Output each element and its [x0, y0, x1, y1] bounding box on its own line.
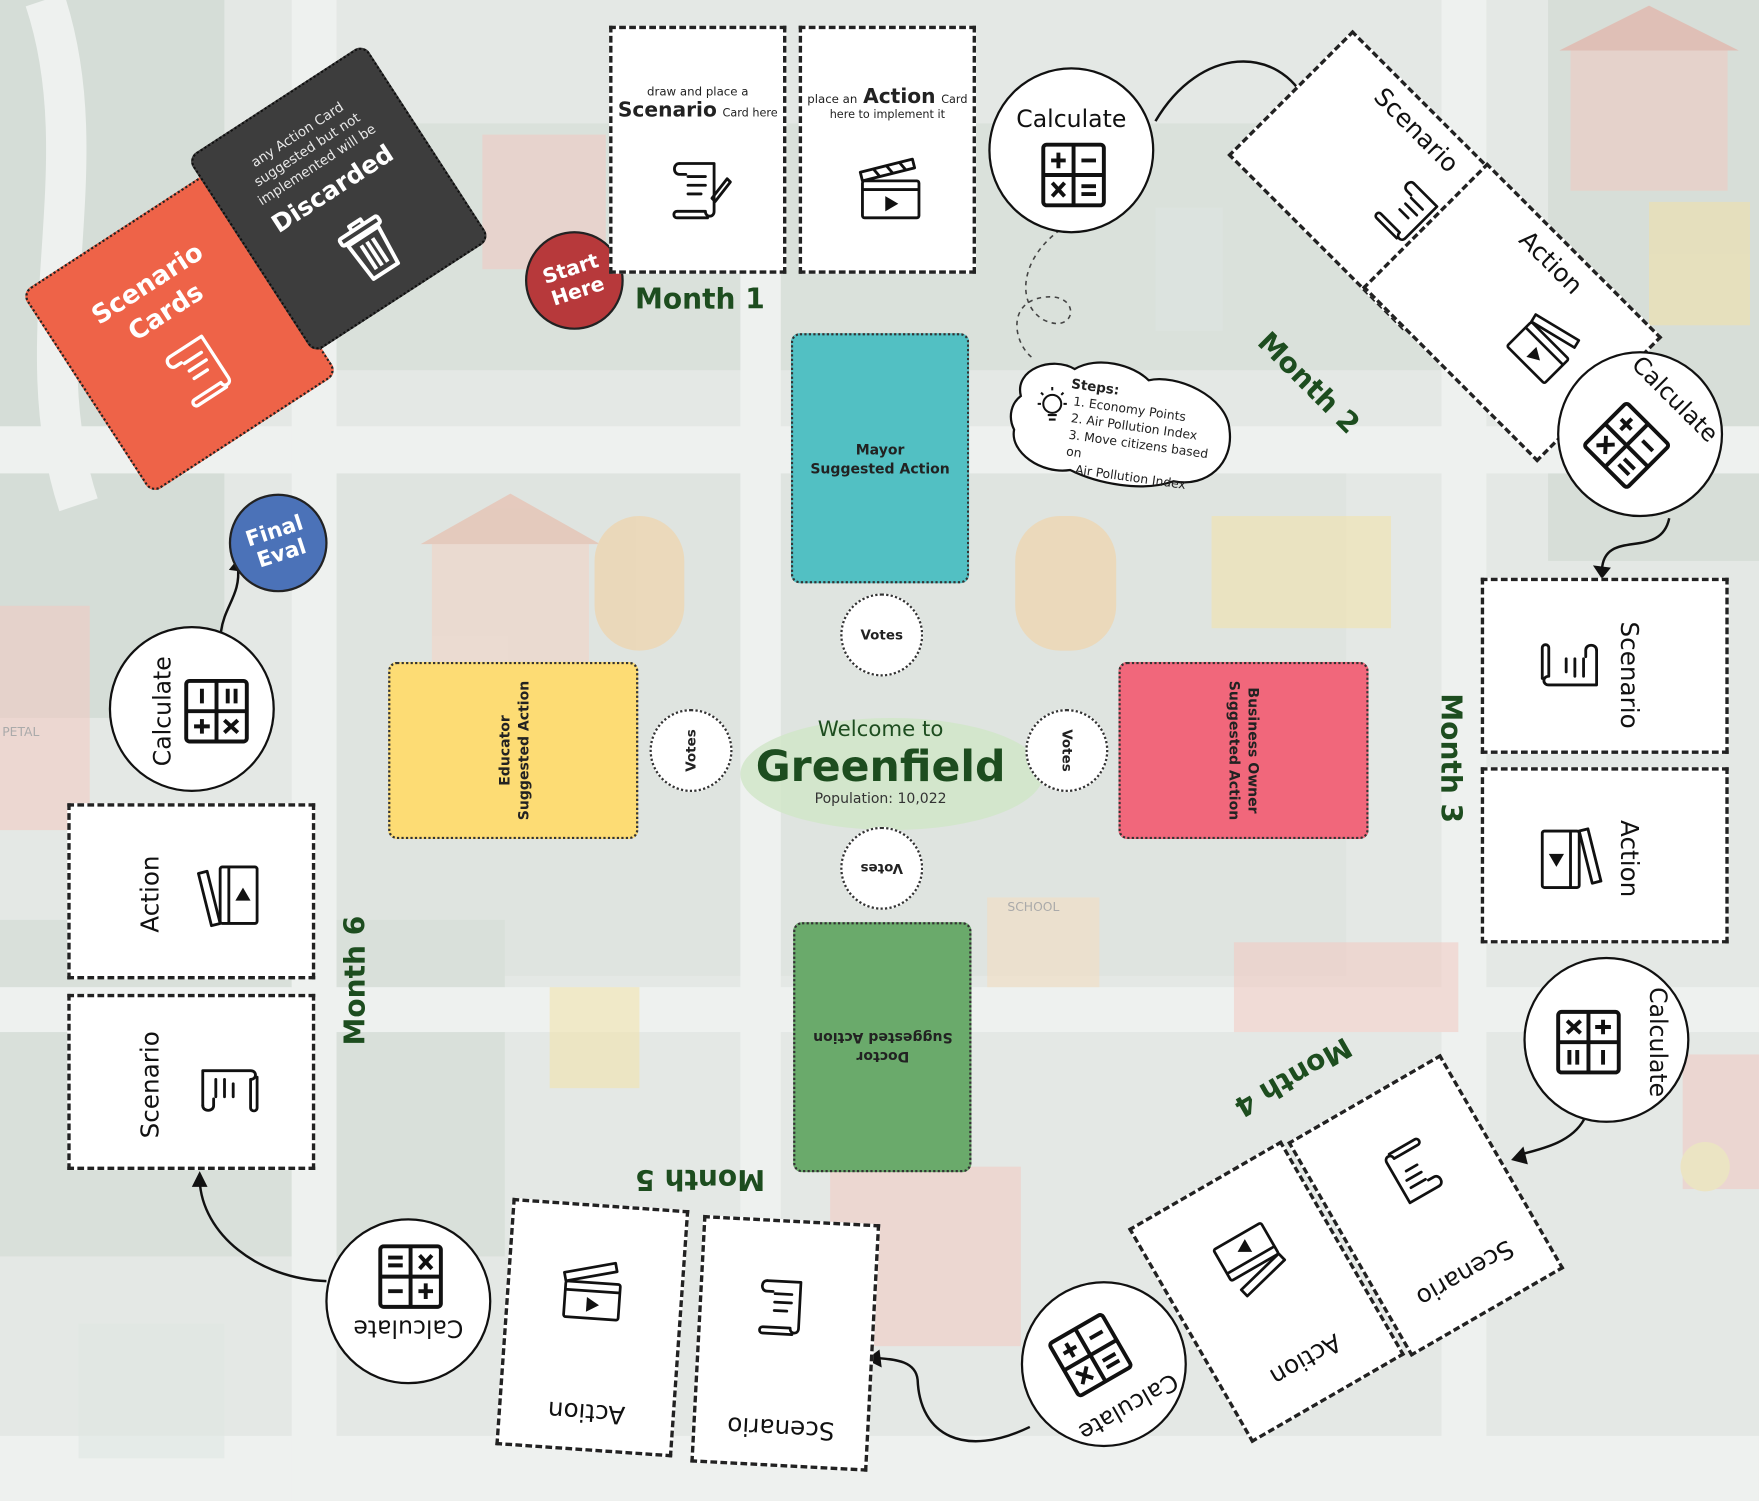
mayor-votes[interactable]: Votes: [840, 593, 924, 677]
votes-label: Votes: [860, 627, 903, 643]
calculate-label: Calculate: [1016, 105, 1127, 133]
calculator-icon: [1041, 142, 1106, 208]
business-owner-card[interactable]: Business Owner Suggested Action: [1118, 661, 1369, 840]
educator-card[interactable]: Educator Suggested Action: [388, 661, 639, 840]
month3-action-slot[interactable]: Action: [1480, 767, 1729, 944]
month2-action-slot[interactable]: Action: [1361, 155, 1663, 469]
population-text: Population: 10,022: [814, 789, 947, 807]
month4-calculate-circle[interactable]: Calculate: [1020, 1281, 1187, 1448]
doctor-votes[interactable]: Votes: [840, 826, 924, 910]
scroll-icon: [201, 1069, 259, 1113]
scroll-icon: [672, 162, 732, 220]
calculator-icon: [1556, 1009, 1621, 1075]
month6-scenario-slot[interactable]: Scenario: [67, 993, 316, 1171]
mayor-card[interactable]: Mayor Suggested Action: [790, 333, 970, 584]
votes-label: Votes: [1058, 729, 1075, 772]
welcome-text: Welcome to: [817, 716, 944, 742]
month1-calculate-circle[interactable]: Calculate: [988, 67, 1155, 234]
city-title-block: Welcome to Greenfield Population: 10,022: [740, 716, 1020, 808]
petal-sign: PETAL: [2, 725, 39, 739]
scroll-icon: [1384, 1137, 1443, 1205]
scenario-label: Scenario: [1614, 621, 1643, 729]
month5-action-slot[interactable]: Action: [482, 1189, 702, 1465]
clapperboard-icon: [1506, 313, 1581, 384]
month4-scenario-slot[interactable]: Scenario: [1279, 1053, 1573, 1358]
start-here-badge: Start Here: [525, 231, 624, 330]
doctor-card-line-1: Doctor: [855, 1048, 909, 1066]
month-1-label: Month 1: [634, 282, 765, 316]
calculate-label: Calculate: [353, 1314, 464, 1342]
mayor-card-line-2: Suggested Action: [810, 459, 950, 477]
month3-calculate-circle[interactable]: Calculate: [1523, 956, 1690, 1123]
scenario-label: Scenario: [726, 1410, 836, 1445]
business-owner-votes[interactable]: Votes: [1025, 708, 1109, 792]
clapperboard-icon: [1212, 1222, 1287, 1298]
city-name: Greenfield: [755, 741, 1006, 791]
month2-scenario-slot[interactable]: Scenario: [1227, 22, 1528, 336]
educator-votes[interactable]: Votes: [649, 708, 733, 792]
clapperboard-icon: [562, 1261, 622, 1322]
final-eval-badge: Final Eval: [228, 493, 328, 593]
lightbulb-icon: [1037, 387, 1067, 421]
month1-scenario-pre: draw and place a: [647, 85, 749, 99]
month6-action-slot[interactable]: Action: [67, 803, 316, 980]
mayor-card-line-1: Mayor: [855, 440, 905, 458]
scenario-deck[interactable]: Scenario Cards: [20, 172, 339, 495]
action-label: Action: [546, 1394, 626, 1429]
month6-calculate-circle[interactable]: Calculate: [108, 625, 275, 792]
action-label: Action: [1264, 1327, 1346, 1391]
month5-calculate-circle[interactable]: Calculate: [325, 1218, 492, 1385]
month1-scenario-title: Scenario: [617, 98, 717, 123]
votes-label: Votes: [683, 729, 699, 772]
month1-action-pre: place an: [807, 93, 858, 107]
month5-scenario-slot[interactable]: Scenario: [675, 1205, 895, 1481]
calculator-icon: [1583, 401, 1671, 489]
month3-scenario-slot[interactable]: Scenario: [1480, 577, 1729, 754]
month-6-label: Month 6: [338, 915, 372, 1046]
business-card-line-2: Suggested Action: [1225, 680, 1243, 821]
month1-action-post: Card: [941, 94, 968, 107]
action-label: Action: [137, 855, 166, 933]
month-5-label: Month 5: [635, 1163, 766, 1196]
calculator-icon: [184, 678, 249, 744]
clapperboard-icon: [858, 157, 921, 220]
month1-scenario-post: Card here: [722, 107, 778, 121]
month1-scenario-slot[interactable]: draw and place a Scenario Card here: [609, 25, 787, 274]
clapperboard-icon: [1540, 827, 1603, 889]
calculator-icon: [378, 1244, 443, 1309]
business-card-line-1: Business Owner: [1244, 687, 1262, 814]
month1-action-slot[interactable]: place an Action Card here to implement i…: [798, 25, 976, 274]
month2-calculate-circle[interactable]: Calculate: [1557, 351, 1723, 518]
scroll-icon: [1374, 180, 1439, 242]
school-sign: SCHOOL: [1007, 900, 1059, 914]
scenario-label: Scenario: [137, 1031, 166, 1139]
month1-action-post2: here to implement it: [829, 108, 945, 122]
calculator-icon: [1048, 1313, 1133, 1398]
month-3-label: Month 3: [1434, 693, 1468, 824]
steps-callout: Steps: 1. Economy Points 2. Air Pollutio…: [1007, 351, 1234, 492]
trash-icon: [337, 214, 401, 281]
month4-action-slot[interactable]: Action: [1120, 1140, 1414, 1444]
educator-card-line-2: Suggested Action: [514, 680, 532, 821]
doctor-card[interactable]: Doctor Suggested Action: [793, 922, 972, 1173]
calculate-label: Calculate: [149, 656, 177, 767]
action-label: Action: [1614, 820, 1643, 898]
scroll-icon: [758, 1279, 803, 1336]
doctor-card-line-2: Suggested Action: [812, 1029, 953, 1047]
clapperboard-icon: [197, 865, 259, 928]
calculate-label: Calculate: [1644, 987, 1672, 1098]
scroll-icon: [165, 334, 231, 408]
votes-label: Votes: [860, 860, 903, 877]
scroll-icon: [1540, 643, 1599, 687]
educator-card-line-1: Educator: [495, 715, 513, 786]
month1-action-title: Action: [863, 85, 936, 109]
discard-deck[interactable]: any Action Card suggested but not implem…: [186, 43, 491, 354]
